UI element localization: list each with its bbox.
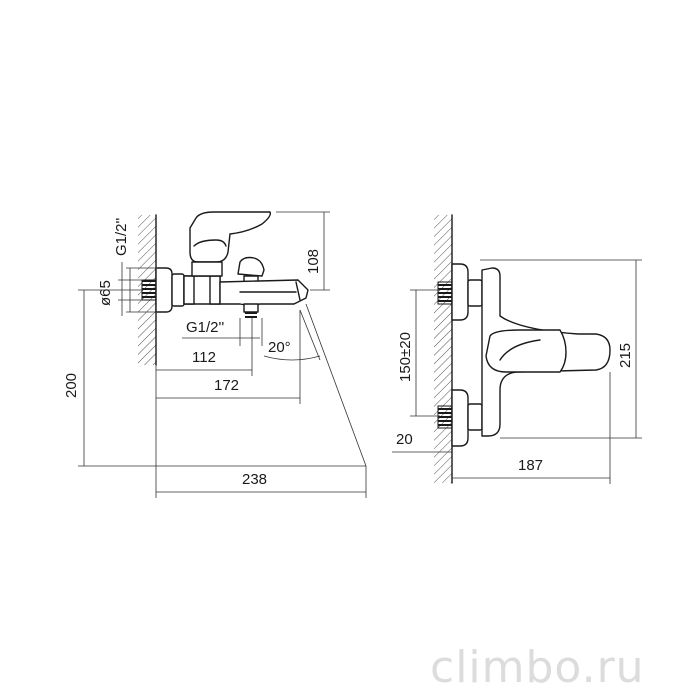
label-108: 108 xyxy=(305,249,322,274)
label-172: 172 xyxy=(214,377,239,394)
label-200: 200 xyxy=(63,373,80,398)
wall-right xyxy=(434,215,452,483)
front-view: G1/2'' ø65 108 G1/2'' 20° 112 172 200 xyxy=(63,211,367,498)
label-centers: 150±20 xyxy=(397,332,414,382)
watermark: climbo.ru xyxy=(430,642,645,693)
label-wall-20: 20 xyxy=(396,431,413,448)
shower-thread xyxy=(245,312,257,318)
label-thread-bottom: G1/2'' xyxy=(186,319,224,336)
label-238: 238 xyxy=(242,471,267,488)
side-view: 150±20 215 20 187 xyxy=(392,214,642,484)
lower-pipe xyxy=(437,405,453,429)
label-thread-left: G1/2'' xyxy=(113,218,130,256)
pipe-thread xyxy=(141,279,157,301)
label-187: 187 xyxy=(518,457,543,474)
label-diameter: ø65 xyxy=(97,280,114,306)
label-angle: 20° xyxy=(268,339,291,356)
label-215: 215 xyxy=(617,343,634,368)
upper-pipe xyxy=(437,281,453,305)
label-112: 112 xyxy=(192,349,216,366)
